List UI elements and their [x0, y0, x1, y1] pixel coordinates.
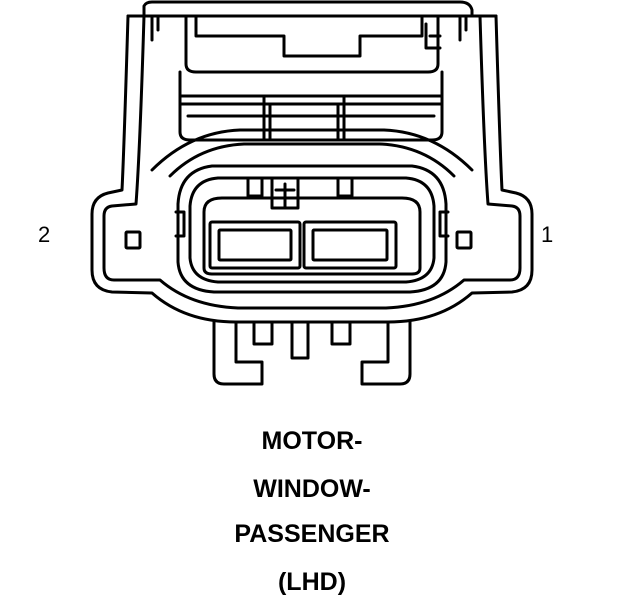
caption-line-1: MOTOR- [261, 427, 363, 455]
bottom-foot-left [212, 320, 264, 386]
cavity-block [202, 196, 422, 276]
side-window-right [455, 230, 473, 250]
bottom-pin-right [330, 320, 352, 346]
latch-clip [424, 22, 442, 50]
terminal-cavity-2 [208, 220, 302, 270]
bottom-foot-right [360, 320, 412, 386]
mating-shroud-inner [188, 176, 436, 284]
bottom-pin-center [290, 320, 310, 360]
mating-shroud [176, 164, 448, 294]
side-ledge-left [174, 210, 186, 238]
latch-body [178, 70, 444, 142]
connector-diagram [90, 0, 534, 386]
housing-outer-outline [90, 14, 534, 324]
top-cap [142, 0, 474, 18]
top-ridges [150, 14, 468, 42]
key-left [246, 176, 264, 198]
bottom-pin-left [252, 320, 274, 346]
key-right [336, 176, 354, 198]
side-ledge-right [438, 210, 450, 238]
terminal-cavity-1-inner [311, 228, 389, 262]
terminal-cavity-1 [302, 220, 398, 270]
caption-line-2: WINDOW- [253, 475, 371, 503]
latch-center-block [262, 94, 346, 142]
pin-number-2-label: 2 [38, 222, 51, 247]
pin-number-1-label: 1 [541, 222, 554, 247]
locking-tab [184, 14, 440, 74]
shroud-arch-inner [168, 142, 456, 178]
locking-tab-slot [194, 14, 424, 58]
side-window-left [124, 230, 142, 250]
terminal-cavity-2-inner [217, 228, 293, 262]
housing-inner-outline [102, 14, 522, 310]
shroud-arch [150, 128, 474, 172]
caption-line-3: PASSENGER [234, 520, 390, 548]
caption-line-4: (LHD) [277, 568, 347, 596]
